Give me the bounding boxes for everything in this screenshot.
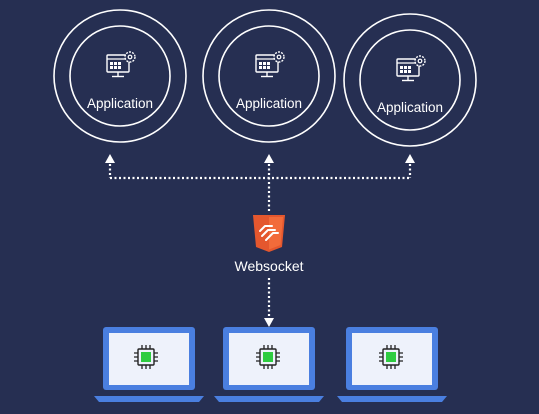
laptop-icon xyxy=(94,327,204,402)
websocket-label: Websocket xyxy=(234,258,304,274)
cpu-chip-icon xyxy=(134,345,158,369)
application-node-3 xyxy=(343,13,477,147)
websocket-badge-icon xyxy=(253,215,285,252)
monitor-gear-icon xyxy=(106,51,136,78)
arrow-up-icon xyxy=(105,154,115,163)
cpu-chip-icon xyxy=(379,345,403,369)
application-label: Application xyxy=(86,96,154,111)
monitor-gear-icon xyxy=(255,51,285,78)
arrow-heads xyxy=(105,154,415,327)
monitor-gear-icon xyxy=(396,55,426,82)
application-node-1 xyxy=(53,9,187,143)
arrow-down-icon xyxy=(264,318,274,327)
laptop-icon xyxy=(214,327,324,402)
application-label: Application xyxy=(376,100,444,115)
application-label: Application xyxy=(235,96,303,111)
arrow-up-icon xyxy=(264,154,274,163)
arrow-up-icon xyxy=(405,154,415,163)
laptop-icon xyxy=(337,327,447,402)
connector-lines xyxy=(108,164,412,318)
application-node-2 xyxy=(202,9,336,143)
cpu-chip-icon xyxy=(256,345,280,369)
